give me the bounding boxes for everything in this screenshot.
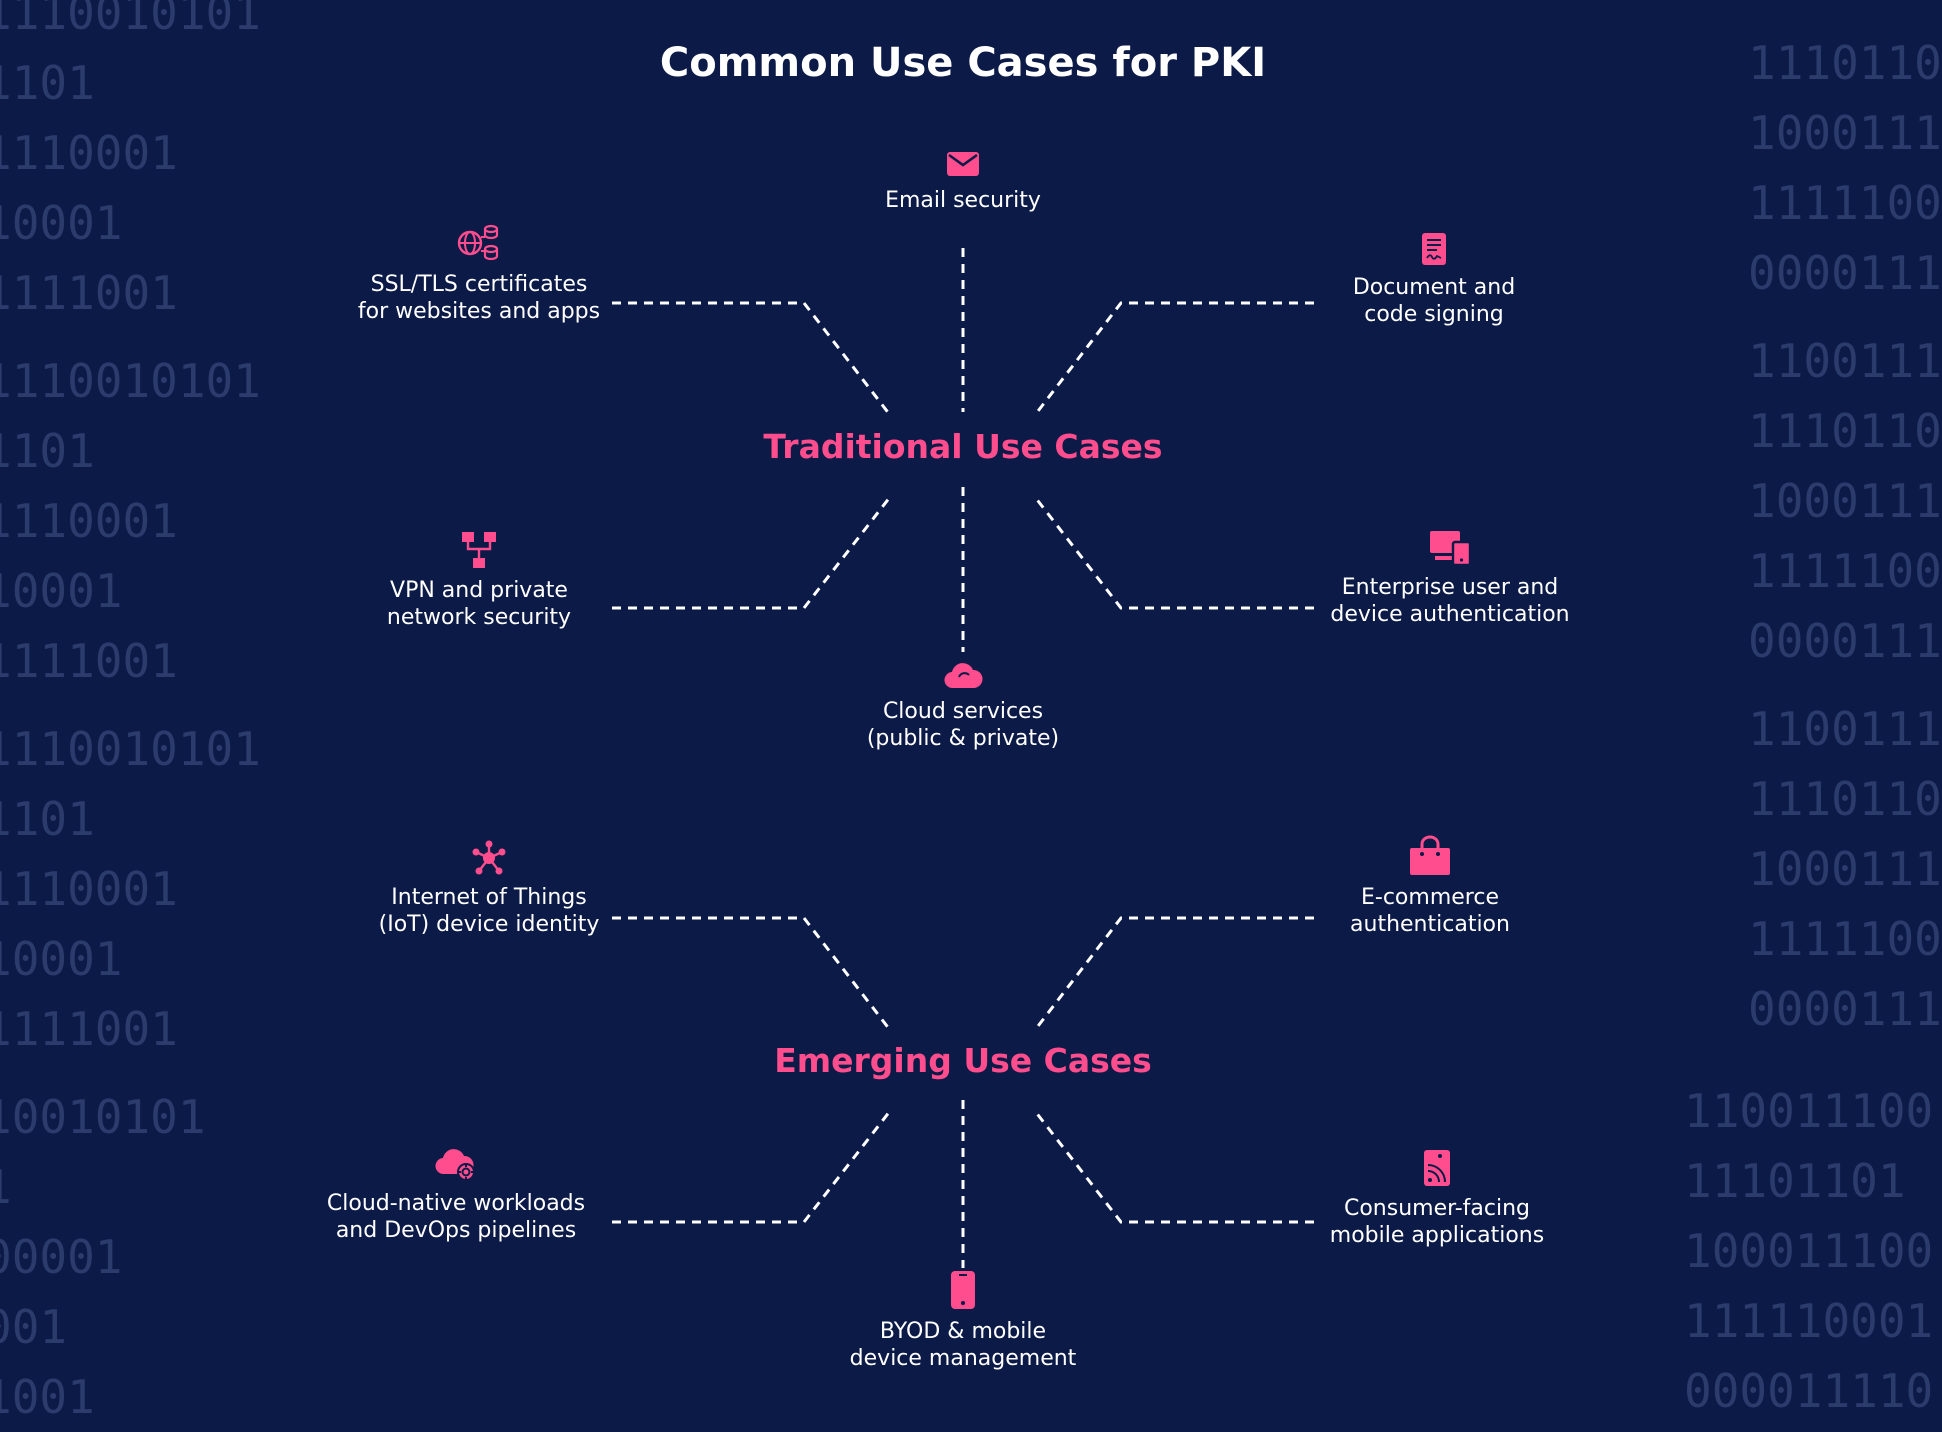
- binary-digits-line: 100011100: [1684, 1224, 1934, 1278]
- node-ecommerce-authentication: E-commerce authentication: [1250, 835, 1610, 938]
- binary-digits-line: 000011110: [1684, 1364, 1934, 1418]
- node-label: Cloud services (public & private): [866, 699, 1060, 751]
- binary-digits-line: 00001: [0, 1230, 123, 1284]
- node-ssl-tls-certificates: SSL/TLS certificates for websites and ap…: [299, 223, 659, 325]
- node-label: E-commerce authentication: [1350, 885, 1510, 937]
- node-consumer-mobile-apps: Consumer-facing mobile applications: [1257, 1149, 1617, 1249]
- connector-enterprise: [1033, 496, 1314, 610]
- binary-digits-line: 1101: [0, 56, 95, 110]
- shopping-bag-icon: [1410, 835, 1450, 875]
- binary-digits-line: 1000111: [1748, 474, 1942, 528]
- binary-digits-line: 1100111: [1748, 334, 1942, 388]
- node-cloud-services: Cloud services (public & private): [783, 658, 1143, 752]
- node-label: Internet of Things (IoT) device identity: [378, 885, 600, 937]
- node-enterprise-authentication: Enterprise user and device authenticatio…: [1270, 530, 1630, 628]
- node-byod-device-management: BYOD & mobile device management: [783, 1270, 1143, 1372]
- hub-traditional-use-cases: Traditional Use Cases: [763, 427, 1163, 466]
- connector-consumer: [1033, 1110, 1314, 1224]
- binary-digits-line: 10001: [0, 932, 123, 986]
- binary-digits-line: 1100111: [1748, 702, 1942, 756]
- node-label: SSL/TLS certificates for websites and ap…: [357, 272, 601, 324]
- binary-digits-line: 10010101: [0, 1090, 206, 1144]
- binary-digits-line: 10001: [0, 564, 123, 618]
- binary-digits-line: 1110010101: [0, 354, 261, 408]
- binary-digits-line: 110011100: [1684, 1084, 1934, 1138]
- node-vpn-network-security: VPN and private network security: [299, 531, 659, 631]
- node-label: Cloud-native workloads and DevOps pipeli…: [326, 1191, 586, 1243]
- binary-digits-line: 1111100: [1748, 912, 1942, 966]
- node-document-code-signing: Document and code signing: [1254, 232, 1614, 328]
- devices-icon: [1430, 531, 1472, 567]
- connector-docsign: [1033, 301, 1314, 416]
- binary-digits-line: 1111001: [0, 634, 178, 688]
- mobile-signal-icon: [1424, 1150, 1450, 1186]
- binary-digits-line: 1110010101: [0, 722, 261, 776]
- binary-digits-line: 1111001: [0, 266, 178, 320]
- binary-digits-line: 1111100: [1748, 544, 1942, 598]
- node-label: Email security: [885, 188, 1041, 213]
- hub-emerging-use-cases: Emerging Use Cases: [774, 1041, 1152, 1080]
- connector-ssl: [612, 301, 892, 416]
- network-icon: [462, 532, 496, 568]
- connector-devops: [612, 1110, 892, 1224]
- node-label: Consumer-facing mobile applications: [1329, 1196, 1545, 1248]
- iot-hub-icon: [472, 840, 506, 875]
- binary-digits-line: 1110001: [0, 126, 178, 180]
- binary-digits-line: 1: [0, 1152, 261, 1222]
- binary-digits-line: 10001: [0, 196, 123, 250]
- binary-digits-line: 0000111: [1748, 614, 1942, 668]
- binary-digits-line: 1111100: [1748, 176, 1942, 230]
- binary-digits-line: 1000111: [1748, 842, 1942, 896]
- binary-digits-line: 1111001: [0, 1002, 178, 1056]
- binary-digits-line: 111110001: [1684, 1294, 1934, 1348]
- node-email-security: Email security: [783, 149, 1143, 214]
- node-label: VPN and private network security: [386, 578, 572, 630]
- binary-digits-line: 1110110: [1748, 404, 1942, 458]
- cloud-icon: [944, 663, 983, 689]
- binary-digits-line: 001: [0, 1300, 68, 1354]
- node-label: Document and code signing: [1352, 275, 1516, 327]
- mobile-phone-icon: [951, 1271, 975, 1309]
- connector-vpn: [612, 496, 892, 610]
- document-signature-icon: [1422, 233, 1446, 265]
- binary-background-left: 1110010101 1101 1110001 10001 1111001 1110010…: [0, 0, 261, 1432]
- binary-digits-line: 1110010101: [0, 0, 261, 40]
- cloud-gear-icon: [435, 1149, 475, 1181]
- binary-digits-line: 1110110: [1748, 36, 1942, 90]
- binary-digits-line: 1110001: [0, 494, 178, 548]
- binary-digits-line: 1001: [0, 1370, 95, 1424]
- node-label: Enterprise user and device authenticatio…: [1330, 575, 1570, 627]
- binary-digits-line: 11101101: [1684, 1154, 1906, 1208]
- connector-ecommerce: [1033, 916, 1314, 1031]
- node-iot-device-identity: Internet of Things (IoT) device identity: [309, 840, 669, 938]
- page-title: Common Use Cases for PKI: [659, 40, 1267, 86]
- binary-digits-line: 1000111: [1748, 106, 1942, 160]
- binary-background-right-top: 1110110 1000111 1111100 0000111 1100111 11101…: [1748, 28, 1942, 1044]
- binary-digits-line: 1110110: [1748, 772, 1942, 826]
- binary-digits-line: 1110001: [0, 862, 178, 916]
- node-cloud-native-devops: Cloud-native workloads and DevOps pipeli…: [276, 1146, 636, 1244]
- globe-database-icon: [457, 224, 499, 261]
- binary-digits-line: 0000111: [1748, 246, 1942, 300]
- envelope-icon: [947, 152, 979, 176]
- binary-background-right-bottom: 110011100 11101101 100011100 111110001 00001…: [1684, 1076, 1933, 1426]
- node-label: BYOD & mobile device management: [849, 1319, 1077, 1371]
- binary-digits-line: 1101: [0, 424, 95, 478]
- connector-iot: [612, 916, 892, 1031]
- binary-digits-line: 1101: [0, 792, 95, 846]
- binary-digits-line: 0000111: [1748, 982, 1942, 1036]
